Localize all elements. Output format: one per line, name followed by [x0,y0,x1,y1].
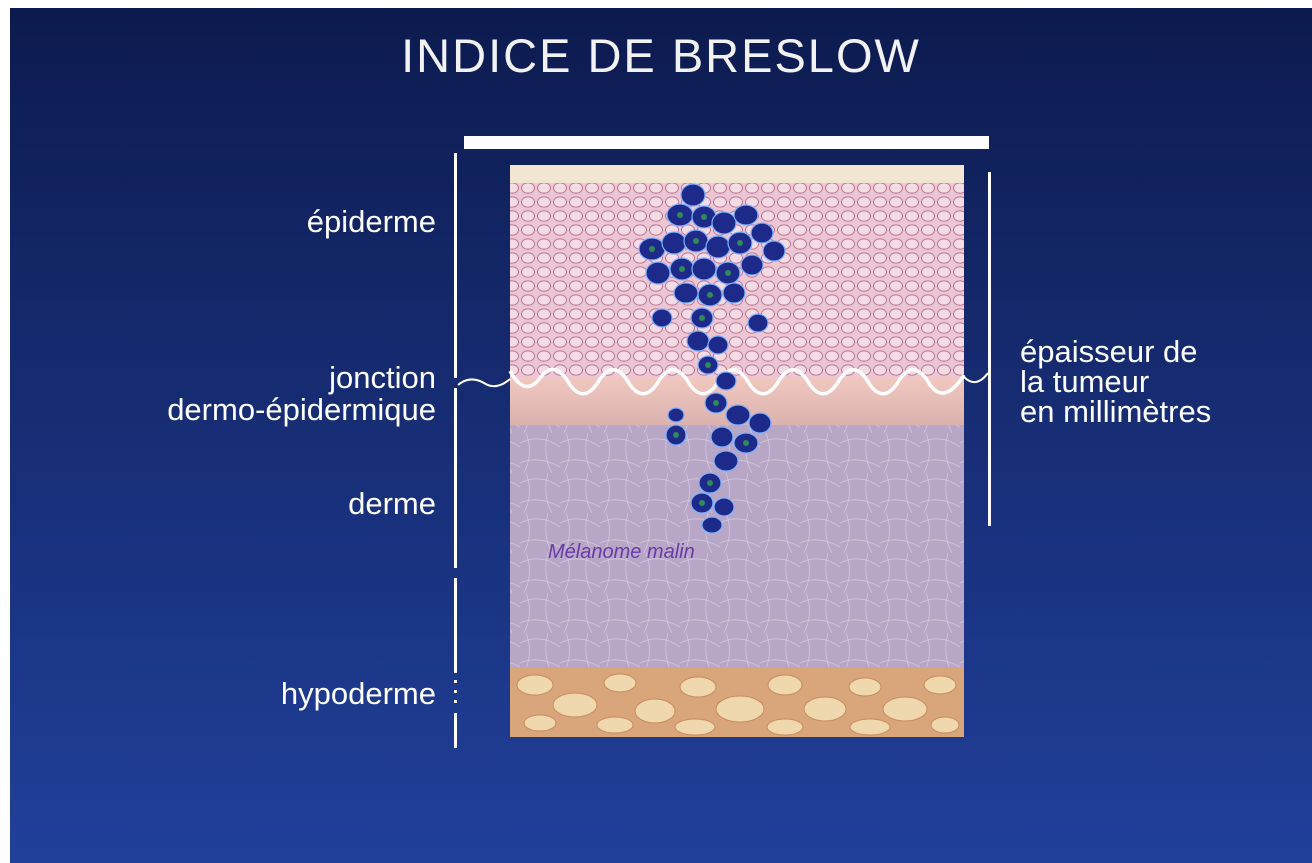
junction-connector-right [964,373,988,382]
label-derme: derme [210,488,436,519]
label-jonction-line1: jonction [210,362,436,393]
slide-title: INDICE DE BRESLOW [10,28,1312,83]
top-measure-bar [464,136,989,149]
label-thickness-line3: en millimètres [1020,396,1312,427]
label-epiderme: épiderme [210,206,436,237]
label-hypoderme: hypoderme [170,678,436,709]
label-thickness-line2: la tumeur [1020,366,1312,397]
label-thickness-line1: épaisseur de [1020,336,1312,367]
junction-connector-left [458,379,510,386]
slide: INDICE DE BRESLOW épiderme jonction derm… [10,8,1312,863]
stratum-corneum [510,165,964,185]
skin-cross-section-illustration [440,153,1000,743]
label-jonction-line2: dermo-épidermique [20,394,436,425]
tumor-caption: Mélanome malin [548,541,695,564]
